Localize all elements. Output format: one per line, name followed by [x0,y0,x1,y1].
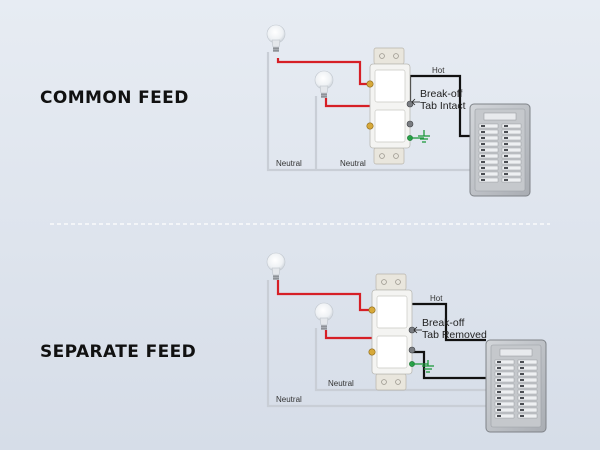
ground-symbol-icon [417,129,431,143]
separate-switch-device [368,273,416,391]
light-bulb-icon [266,24,286,53]
light-bulb-icon [314,70,334,99]
common-neutral-label-1: Neutral [276,159,302,168]
separate-tab-label-line1: Break-off [422,317,464,329]
common-ground-wire [410,129,431,143]
common-feed-title: COMMON FEED [40,88,189,108]
common-hot-label: Hot [432,66,445,75]
breaker-panel-icon [469,103,531,197]
separate-feed-wires [412,302,486,380]
separate-hot-label: Hot [430,294,443,303]
separate-neutral-label-2: Neutral [328,379,354,388]
common-feed-section: COMMON FEED Neutral Neutral Hot [40,24,531,197]
separate-ground-wire [412,359,435,373]
separate-tab-label: Break-off Tab Removed [413,317,487,341]
separate-tab-label-line2: Tab Removed [422,329,487,341]
common-neutral-label-2: Neutral [340,159,366,168]
light-bulb-icon [266,252,286,281]
common-tab-label: Break-off Tab Intact [411,88,466,112]
common-switch-device [366,47,414,165]
common-neutral-wires [266,52,470,172]
separate-feed-title: SEPARATE FEED [40,342,196,362]
common-tab-label-line1: Break-off [420,88,462,100]
separate-neutral-label-1: Neutral [276,395,302,404]
separate-neutral-wires [266,280,486,408]
common-hot-wires [276,58,370,108]
light-bulb-icon [314,302,334,331]
breaker-panel-icon [485,339,547,433]
common-tab-label-line2: Tab Intact [420,100,466,112]
separate-feed-section: SEPARATE FEED Neutral Neutral Hot [40,252,547,433]
separate-hot-wires [276,280,372,340]
